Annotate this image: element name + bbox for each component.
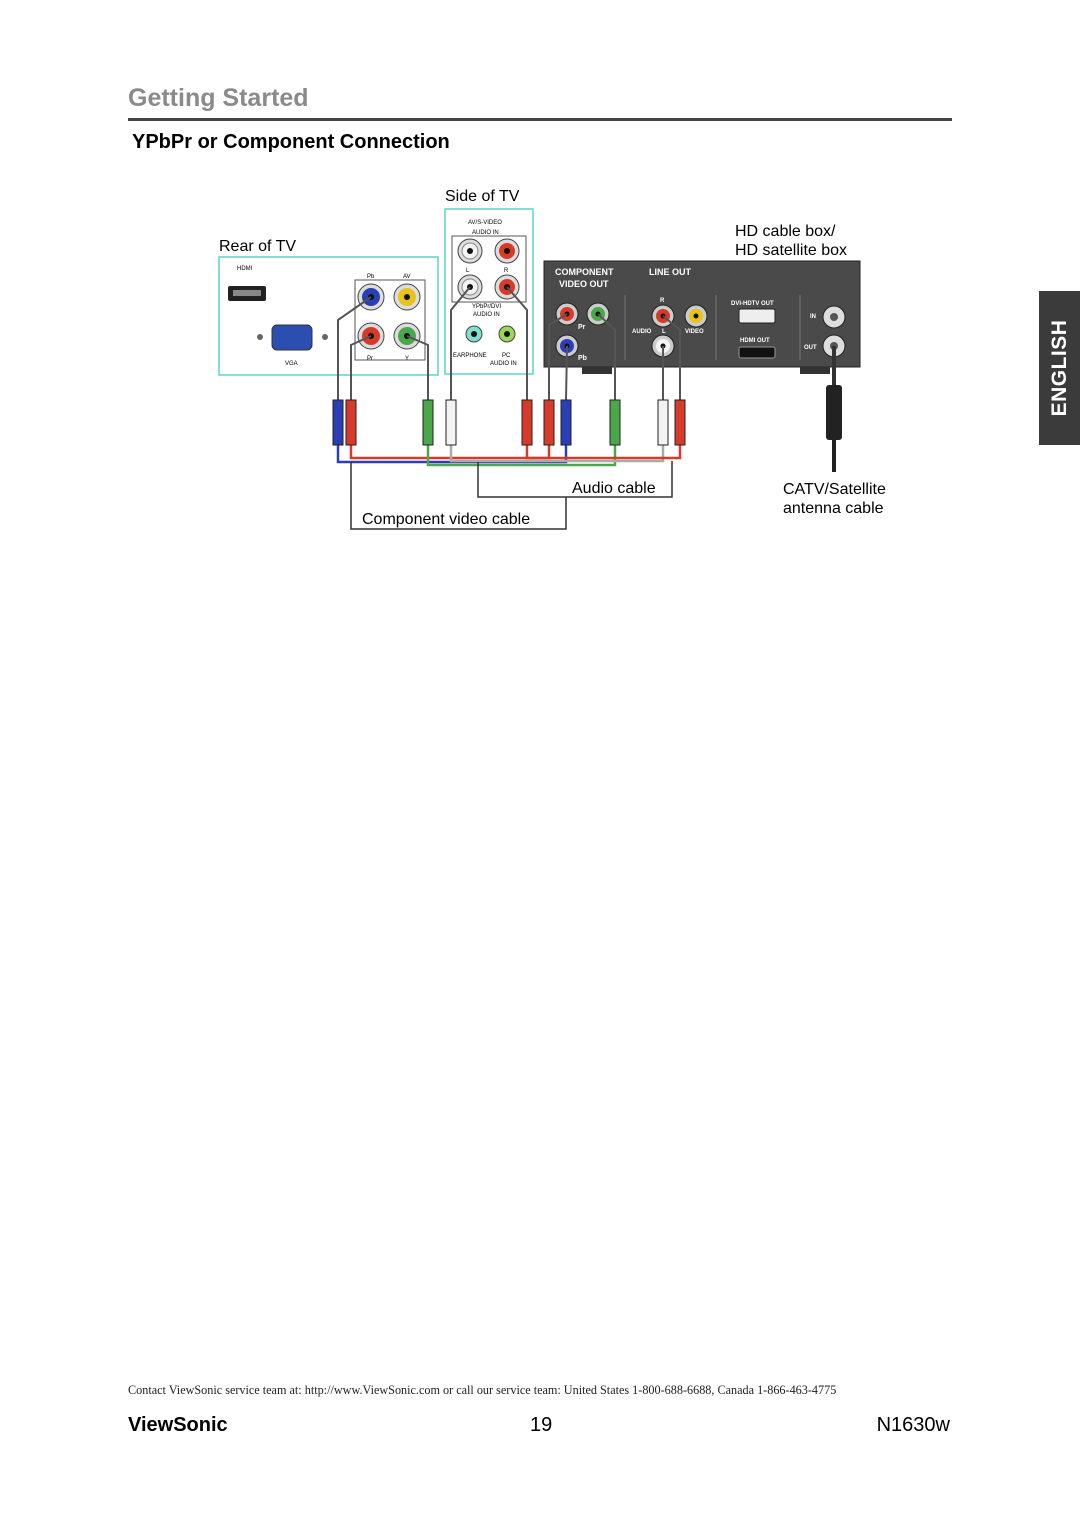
plug-red-tv: [345, 399, 357, 446]
rear-vga-label: VGA: [285, 361, 298, 367]
box-pb-label: Pb: [578, 355, 587, 362]
side-tv-panel: AV/S-VIDEO AUDIO IN L R YPbPr/DVI AUDIO …: [444, 208, 534, 375]
connection-diagram: Side of TV Rear of TV HD cable box/ HD s…: [218, 188, 886, 530]
box-in-label: IN: [810, 314, 816, 320]
plug-red-audio-box: [674, 399, 686, 446]
hd-box-label-2: HD satellite box: [735, 242, 847, 259]
page-number: 19: [530, 1414, 553, 1436]
side-audio-in2-label: AUDIO IN: [473, 312, 500, 318]
rear-pr-label: Pr: [367, 356, 373, 362]
rear-av-label: AV: [403, 274, 411, 280]
section-divider: [128, 118, 952, 121]
box-video-label: VIDEO: [685, 329, 704, 335]
box-video-jack: [684, 304, 708, 328]
plug-blue-tv: [332, 399, 344, 446]
plug-red-audio-tv: [521, 399, 533, 446]
antenna-label-2: antenna cable: [783, 500, 884, 517]
box-video-out-label: VIDEO OUT: [559, 279, 609, 289]
pc-audio-jack: [498, 325, 516, 343]
box-out-label: OUT: [804, 345, 817, 351]
audio-cable-label: Audio cable: [572, 480, 656, 497]
rear-pb-label: Pb: [367, 274, 375, 280]
side-l-label: L: [466, 268, 470, 274]
side-of-tv-label: Side of TV: [445, 188, 520, 205]
hd-box-label-1: HD cable box/: [735, 223, 836, 240]
box-r-label: R: [660, 298, 665, 304]
side-audio-in-label: AUDIO IN: [472, 230, 499, 236]
plug-green-tv: [422, 399, 434, 446]
box-dvi-label: DVI-HDTV OUT: [731, 301, 774, 307]
section-title: Getting Started: [128, 84, 309, 112]
hd-box: COMPONENT VIDEO OUT LINE OUT Pr Pb R AUD…: [543, 260, 861, 374]
box-component-label: COMPONENT: [555, 267, 614, 277]
plug-red-box: [543, 399, 555, 446]
cable-wires: [336, 286, 836, 472]
side-pc-label: PC: [502, 353, 511, 359]
audio-cable-callout: Audio cable: [477, 461, 673, 498]
rear-tv-panel: HDMI VGA Pb AV Pr Y: [218, 256, 439, 376]
cable-plugs: [332, 385, 842, 446]
antenna-in-jack: [822, 305, 846, 329]
box-l-label: L: [662, 329, 666, 335]
model-number: N1630w: [876, 1414, 950, 1436]
rear-of-tv-label: Rear of TV: [219, 238, 296, 255]
language-tab: ENGLISH: [1039, 291, 1080, 445]
side-audio-in3-label: AUDIO IN: [490, 361, 517, 367]
rear-hdmi-label: HDMI: [237, 266, 253, 272]
page-subtitle: YPbPr or Component Connection: [132, 131, 450, 153]
rear-y-label: Y: [405, 356, 409, 362]
rear-av-jack: [393, 283, 421, 311]
side-audio-r-jack-top: [494, 238, 520, 264]
side-av-svideo-label: AV/S-VIDEO: [468, 220, 502, 226]
component-cable-label: Component video cable: [362, 511, 530, 528]
side-r-label: R: [504, 268, 509, 274]
box-line-out-label: LINE OUT: [649, 267, 692, 277]
plug-green-box: [609, 399, 621, 446]
contact-info: Contact ViewSonic service team at: http:…: [128, 1383, 837, 1397]
antenna-label-1: CATV/Satellite: [783, 481, 886, 498]
box-hdmi-out-label: HDMI OUT: [740, 338, 770, 344]
earphone-jack: [465, 325, 483, 343]
dvi-port: [738, 308, 776, 324]
brand-name: ViewSonic: [128, 1414, 228, 1436]
box-audio-label: AUDIO: [632, 329, 652, 335]
plug-white-tv: [445, 399, 457, 446]
component-cable-callout: Component video cable: [350, 462, 567, 530]
box-hdmi-port: [738, 346, 776, 359]
antenna-connector: [826, 385, 842, 440]
side-ypbpr-dvi-label: YPbPr/DVI: [472, 304, 501, 310]
box-pr-label: Pr: [578, 324, 586, 331]
side-earphone-label: EARPHONE: [453, 353, 487, 359]
vga-port: [271, 324, 313, 351]
side-audio-l-jack-top: [457, 238, 483, 264]
plug-blue-box: [560, 399, 572, 446]
plug-white-box: [657, 399, 669, 446]
